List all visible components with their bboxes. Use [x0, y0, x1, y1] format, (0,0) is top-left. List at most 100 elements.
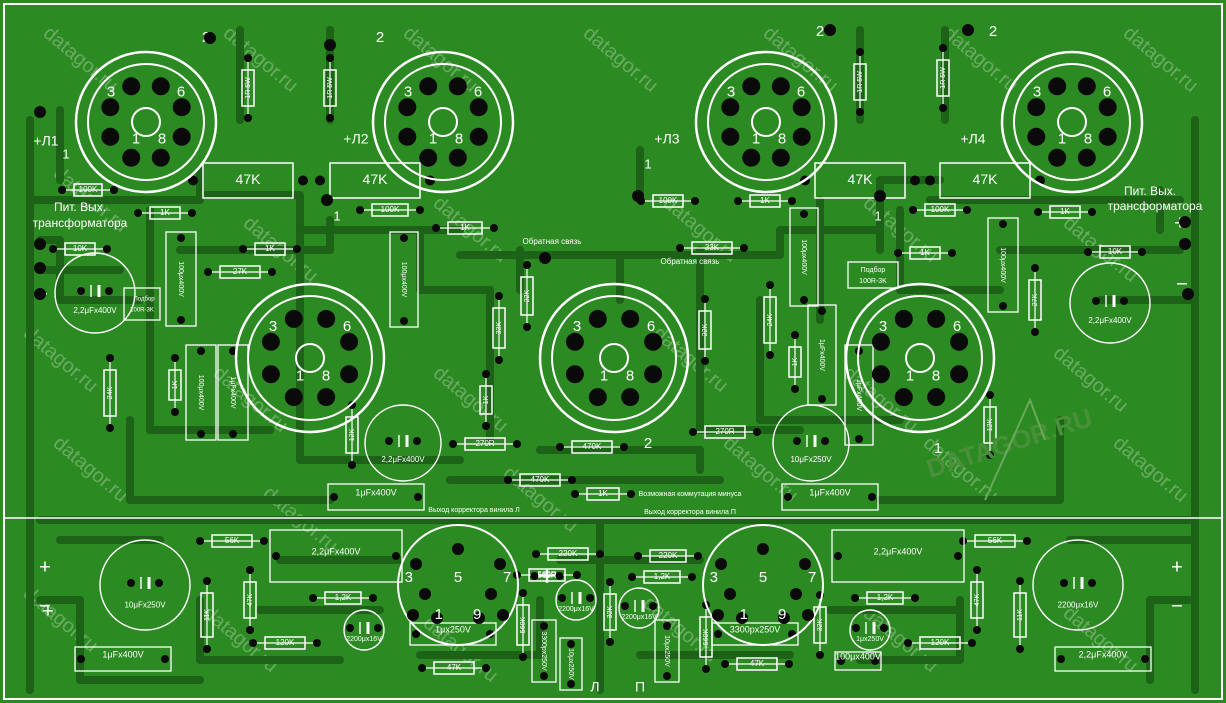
resistor-value-label: 1,2K: [877, 593, 894, 602]
socket-key: [1057, 107, 1087, 137]
resistor-value-label: 10K: [1108, 247, 1123, 256]
resistor: 47K: [721, 657, 793, 671]
resistor-value-label: 1K: [760, 196, 770, 205]
resistor-value-label: 47K: [247, 593, 254, 606]
solder-pad: [106, 424, 114, 432]
el-cap-outline: [343, 609, 385, 651]
solder-pad: [788, 197, 796, 205]
resistor-body: [652, 194, 684, 208]
resistor-body: [919, 636, 961, 650]
solder-pad: [558, 594, 566, 602]
socket-outer-ring: [538, 282, 690, 434]
solder-pad: [268, 268, 276, 276]
resistor-body: [813, 606, 827, 644]
solder-pad: [495, 356, 503, 364]
pin-number: 6: [797, 84, 805, 101]
resistor-value-label: 1K: [920, 248, 930, 257]
socket-pin: [172, 98, 191, 117]
solder-pad: [177, 234, 185, 242]
resistor: 32K: [603, 578, 617, 646]
resistor-body: [788, 346, 802, 378]
pin-number: 7: [808, 569, 816, 586]
socket-pin: [1027, 127, 1046, 146]
solder-pad: [740, 244, 748, 252]
socket-pin: [871, 365, 890, 384]
trim-label: Подбор: [861, 266, 886, 274]
solder-pad: [413, 437, 421, 445]
socket-pin: [792, 98, 811, 117]
copper-trace: [146, 206, 274, 434]
pin-number: 1: [1058, 130, 1066, 147]
noval-pin: [802, 609, 814, 621]
solder-pad: [818, 307, 826, 315]
socket-pin: [340, 332, 359, 351]
pin-number: 3: [573, 318, 581, 335]
socket-pin: [644, 332, 663, 351]
film-cap-body: [217, 344, 249, 441]
vinyl-output-label: Выход корректора винила П: [644, 509, 736, 516]
noval-pin: [473, 612, 485, 624]
solder-pad: [1057, 655, 1065, 663]
resistor-value-label: 270R: [475, 439, 494, 448]
trim-label: Подбор: [133, 297, 155, 303]
copper-trace: [876, 416, 1064, 504]
resistor: 27K: [1028, 264, 1042, 336]
terminal-pad: [874, 190, 886, 202]
resistor: 100K: [58, 183, 118, 197]
film-cap-label: 3300px250V: [730, 624, 781, 634]
socket-inner-ring: [857, 295, 983, 421]
solder-pad: [540, 672, 548, 680]
noval-pin: [715, 558, 727, 570]
pin-number: 1: [740, 606, 748, 623]
noval-pin: [410, 558, 422, 570]
resistor-value-label: 270R: [715, 427, 734, 436]
solder-pad: [785, 660, 793, 668]
film-cap-label: 100μx400V: [177, 261, 184, 297]
solder-pad: [721, 660, 729, 668]
film-cap-label: 2,2μFx400V: [1079, 649, 1128, 659]
el-cap-outline: [555, 579, 597, 621]
el-cap-outline: [618, 587, 660, 629]
copper-trace: [856, 596, 964, 664]
polarity-minus: −: [1171, 595, 1183, 617]
polarity-plus: +: [42, 600, 54, 622]
resistor-body: [200, 592, 214, 638]
resistor-value-label: 47K: [974, 593, 981, 606]
resistor: 33K: [676, 241, 748, 255]
solder-pad: [784, 493, 792, 501]
film-cap-1uf: 100μx400V: [789, 207, 819, 307]
socket-outer-ring: [234, 282, 386, 434]
feedback-label: Обратная связь: [523, 237, 582, 246]
film-cap-label: 1μx250V: [435, 624, 471, 634]
socket-key: [428, 107, 458, 137]
copper-trace: [896, 206, 1004, 294]
resistor-body: [974, 534, 1016, 548]
pin-number: 5: [454, 569, 462, 586]
resistor: 470K: [556, 440, 628, 454]
solder-pad: [954, 552, 962, 560]
el-cap-label: 2,2μFx400V: [381, 455, 425, 464]
solder-pad: [412, 630, 420, 638]
solder-pad: [1138, 248, 1146, 256]
film-cap-label: 2,2μFx400V: [312, 546, 361, 556]
el-cap-outline: [1032, 539, 1124, 631]
solder-pad: [330, 493, 338, 501]
resistor-value-label: 560R: [537, 571, 556, 580]
resistor: 47K: [418, 661, 490, 675]
socket-outer-ring: [1000, 50, 1144, 194]
solder-pad: [571, 490, 579, 498]
resistor: 47K: [243, 566, 257, 634]
noval-pin: [778, 612, 790, 624]
polarity-minus: −: [1176, 273, 1188, 295]
solder-pad: [793, 437, 801, 445]
solder-pad: [567, 680, 575, 688]
el-cap-label: 2200μx16V: [346, 636, 382, 643]
resistor-body: [103, 369, 117, 417]
film-cap-body: [327, 483, 425, 511]
resistor-body: [970, 581, 984, 619]
resistor-value-label: 1,2K: [335, 593, 352, 602]
socket-pin: [261, 365, 280, 384]
